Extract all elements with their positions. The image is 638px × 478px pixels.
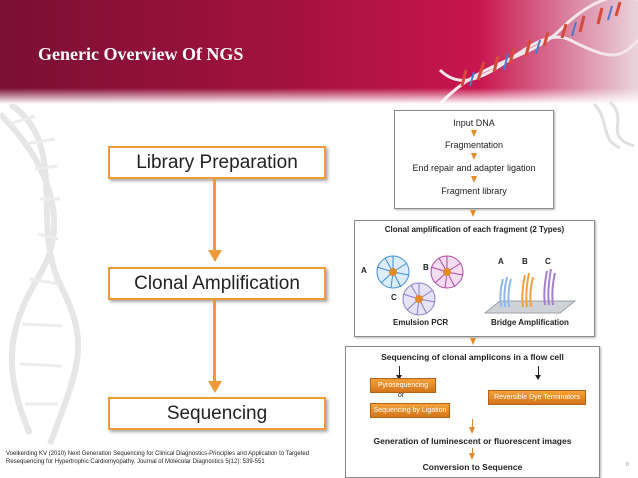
stage-library-preparation: Library Preparation [108,146,326,179]
step-arrow-1 [471,130,477,137]
page-title: Generic Overview Of NGS [38,44,244,64]
bridge-cluster-b [521,272,534,308]
corner-helix-icon [592,100,635,150]
bead-b [430,255,464,289]
bead-label-b: B [423,263,429,272]
bridge-amplification-label: Bridge Amplification [491,318,569,327]
sequencing-panel: Sequencing of clonal amplicons in a flow… [345,346,600,478]
seq-arrowhead-right [535,375,541,380]
seq-arrow-right [538,366,539,377]
slide-header: Generic Overview Of NGS [0,0,638,104]
seq-arrow-left [399,366,400,377]
step-end-repair: End repair and adapter ligation [412,163,536,173]
amplification-illustration [376,255,577,316]
page-number: 8 [626,462,629,468]
citation-line-1: Voelkerding KV (2010) Next Generation Se… [6,451,310,457]
bead-a [376,255,410,289]
stage-clonal-amplification: Clonal Amplification [108,267,326,300]
seq-arrowhead-mid [469,427,475,434]
bridge-label-b: B [522,257,528,266]
library-prep-panel: Input DNA Fragmentation End repair and a… [394,110,554,209]
step-input-dna: Input DNA [453,118,495,128]
stage-sequencing: Sequencing [108,397,326,430]
flow-arrow-shaft-2 [213,300,216,382]
generation-images-label: Generation of luminescent or fluorescent… [373,436,572,446]
seq-arrow-mid [472,419,473,431]
sequencing-by-ligation-box: Sequencing by Ligation [370,403,450,418]
step-arrow-3 [471,176,477,183]
flow-arrow-head-1 [208,250,222,262]
citation: Voelkerding KV (2010) Next Generation Se… [6,450,309,466]
or-label: or [398,392,405,399]
clonal-panel-title: Clonal amplification of each fragment (2… [384,225,565,234]
clonal-amplification-panel: Clonal amplification of each fragment (2… [354,220,595,337]
bridge-label-a: A [498,257,504,266]
flow-arrow-head-2 [208,381,222,393]
bridge-cluster-a [499,276,512,308]
emulsion-pcr-label: Emulsion PCR [393,318,449,327]
step-fragment-library: Fragment library [441,186,507,196]
flow-arrow-shaft-1 [213,179,216,251]
seq-arrow-low [472,448,473,457]
seq-arrowhead-left [396,375,402,380]
bead-label-c: C [391,293,397,302]
bead-label-a: A [361,266,367,275]
sequencing-panel-title: Sequencing of clonal amplicons in a flow… [381,352,564,362]
step-arrow-2 [471,153,477,160]
reversible-dye-terminators-box: Reversible Dye Terminators [488,390,586,405]
step-fragmentation: Fragmentation [444,140,504,150]
bridge-label-c: C [545,257,551,266]
header-fade [0,88,638,104]
panel-connector-arrow-1 [470,210,476,217]
dna-helix-icon [438,0,638,104]
pyrosequencing-box: Pyrosequencing [370,378,436,393]
panel-connector-arrow-2 [470,338,476,345]
bridge-cluster-c [543,268,556,306]
citation-line-2: Resequencing for Hypertrophic Cardiomyop… [6,459,265,465]
conversion-to-sequence-label: Conversion to Sequence [422,462,523,472]
bead-c [402,282,436,316]
seq-arrowhead-low [469,453,475,460]
background-helix-icon [0,104,82,446]
